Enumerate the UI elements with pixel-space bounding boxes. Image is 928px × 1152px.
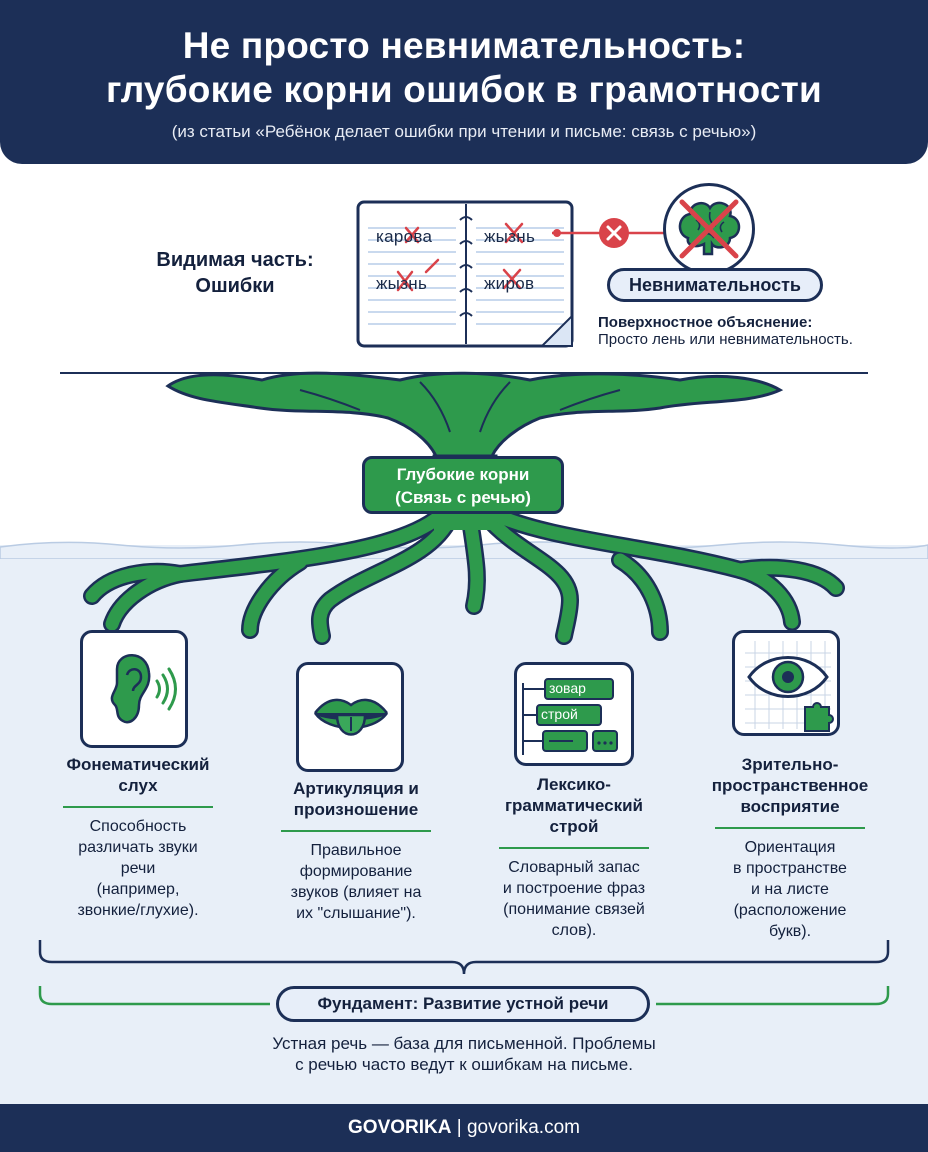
- desc-line: звуков (влияет на: [290, 884, 422, 901]
- column-phonemic-hearing: Фонематический слух Способность различать…: [40, 754, 236, 921]
- title-line: слух: [118, 776, 158, 795]
- column-articulation: Артикуляция и произношение Правильное фор…: [258, 778, 454, 924]
- green-divider: [499, 847, 649, 849]
- notebook-word: карова: [376, 227, 433, 246]
- foundation-text: Устная речь — база для письменной. Пробл…: [150, 1033, 778, 1075]
- desc-line: (например,: [96, 881, 180, 898]
- title-line: пространственное: [711, 776, 869, 795]
- desc-line: формирование: [299, 863, 413, 880]
- title-line: Артикуляция и: [293, 779, 419, 798]
- desc-line: в пространстве: [733, 860, 847, 877]
- word-blocks-icon: зовар строй: [514, 662, 634, 766]
- notebook-word: жызнь: [376, 274, 428, 293]
- column-title: Лексико-грамматический строй: [476, 774, 672, 837]
- green-divider: [281, 830, 431, 832]
- desc-line: букв).: [768, 923, 812, 940]
- column-description: Словарный запас и построение фраз (поним…: [476, 857, 672, 941]
- title-line: грамматический: [504, 796, 644, 815]
- column-description: Ориентация в пространстве и на листе (ра…: [692, 837, 888, 942]
- page-subtitle: (из статьи «Ребёнок делает ошибки при чт…: [171, 122, 757, 141]
- desc-line: различать звуки: [78, 839, 198, 856]
- inattention-pill: Невнимательность: [607, 268, 823, 302]
- column-title: Зрительно-пространственное восприятие: [692, 754, 888, 817]
- foundation-brace: [38, 940, 890, 1006]
- green-divider: [63, 806, 213, 808]
- notebook-word: жызнь: [484, 227, 536, 246]
- desc-line: и на листе: [751, 881, 829, 898]
- deep-roots-line1: Глубокие корни: [396, 465, 530, 484]
- visible-part-label-line1: Видимая часть:: [156, 249, 314, 271]
- title-line-1: Не просто невнимательность:: [182, 25, 746, 66]
- surface-explanation-title: Поверхностное объяснение:: [598, 314, 813, 331]
- deep-roots-line2: (Связь с речью): [395, 488, 531, 507]
- desc-line: речи: [120, 860, 156, 877]
- desc-line: Ориентация: [744, 839, 836, 856]
- column-description: Правильное формирование звуков (влияет н…: [258, 840, 454, 924]
- deep-roots-pill: Глубокие корни (Связь с речью): [362, 456, 564, 514]
- visible-part-label: Видимая часть: Ошибки: [110, 247, 360, 299]
- desc-line: (расположение: [733, 902, 847, 919]
- desc-line: Способность: [89, 818, 187, 835]
- footer-brand: GOVORIKA: [348, 1117, 452, 1138]
- title-line: восприятие: [740, 797, 840, 816]
- notebook-word: жиров: [484, 274, 535, 293]
- error-connector: [552, 218, 664, 248]
- title-line: Лексико-: [537, 775, 611, 794]
- visible-part-label-line2: Ошибки: [195, 275, 275, 297]
- notebook-icon: [356, 200, 574, 348]
- header-banner: Не просто невнимательность: глубокие кор…: [0, 0, 928, 164]
- desc-line: слов).: [551, 922, 597, 939]
- foundation-pill: Фундамент: Развитие устной речи: [276, 986, 650, 1022]
- column-visual-spatial: Зрительно-пространственное восприятие Ори…: [692, 754, 888, 942]
- title-line: строй: [549, 817, 599, 836]
- footer-bar: GOVORIKA | govorika.com: [0, 1104, 928, 1152]
- mouth-icon: [296, 662, 404, 772]
- foundation-text-line: с речью часто ведут к ошибкам на письме.: [295, 1055, 633, 1074]
- notebook-with-errors: карова жызнь жызнь жиров: [356, 198, 576, 350]
- green-divider: [715, 827, 865, 829]
- column-title: Фонематический слух: [40, 754, 236, 796]
- column-description: Способность различать звуки речи (наприм…: [40, 816, 236, 921]
- title-line: Фонематический: [66, 755, 210, 774]
- title-line-2: глубокие корни ошибок в грамотности: [106, 69, 822, 110]
- desc-line: Правильное: [310, 842, 402, 859]
- word-block-text: строй: [541, 706, 578, 722]
- word-block-text: зовар: [549, 680, 586, 696]
- title-line: Зрительно-: [741, 755, 839, 774]
- desc-line: (понимание связей: [503, 901, 645, 918]
- foundation-text-line: Устная речь — база для письменной. Пробл…: [272, 1034, 656, 1053]
- ear-icon: [80, 630, 188, 748]
- page-title: Не просто невнимательность: глубокие кор…: [0, 0, 928, 112]
- brain-crossed-icon: [663, 183, 755, 275]
- desc-line: Словарный запас: [508, 859, 640, 876]
- desc-line: звонкие/глухие).: [77, 902, 199, 919]
- column-title: Артикуляция и произношение: [258, 778, 454, 820]
- eye-grid-icon: [732, 630, 840, 736]
- footer-site-link[interactable]: govorika.com: [466, 1117, 580, 1138]
- desc-line: и построение фраз: [502, 880, 646, 897]
- surface-explanation-text: Просто лень или невнимательность.: [598, 331, 853, 348]
- desc-line: их "слышание").: [296, 905, 416, 922]
- footer-separator: |: [451, 1117, 467, 1138]
- column-lexical-grammar: Лексико-грамматический строй Словарный за…: [476, 774, 672, 941]
- title-line: произношение: [293, 800, 419, 819]
